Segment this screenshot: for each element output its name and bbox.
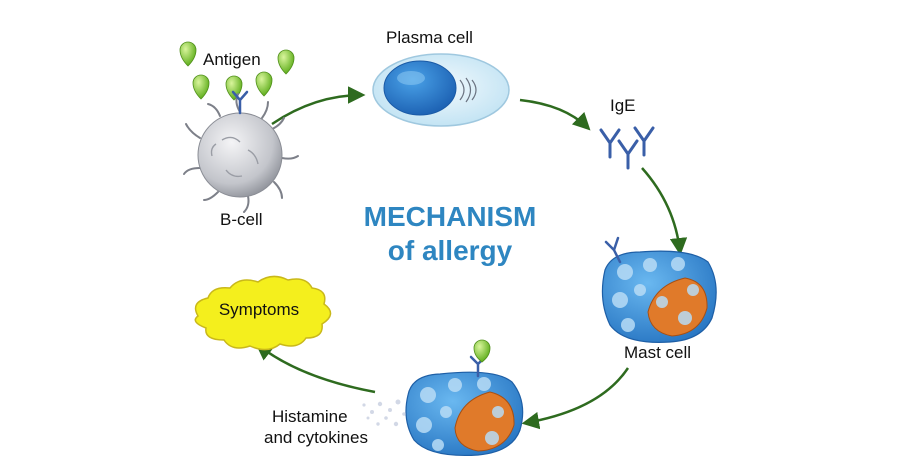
ige-antibody-icon bbox=[599, 126, 655, 170]
degranulating-mast-cell-icon bbox=[362, 339, 524, 457]
label-mast-cell: Mast cell bbox=[624, 343, 692, 362]
arrow-degranulation-to-symptoms bbox=[255, 342, 376, 394]
arrow-plasma-to-ige bbox=[519, 98, 591, 131]
arrow-bcell-to-plasma bbox=[271, 86, 366, 126]
label-symptoms: Symptoms bbox=[218, 300, 300, 319]
label-cytokines: and cytokines bbox=[264, 428, 368, 447]
title-line-1: MECHANISM bbox=[363, 201, 537, 232]
cycle-arrows bbox=[255, 86, 688, 430]
label-plasma-cell: Plasma cell bbox=[386, 28, 473, 47]
mast-cell-icon bbox=[601, 236, 717, 343]
arrow-mast-to-degranulation bbox=[521, 367, 630, 430]
antigen-icon bbox=[179, 41, 295, 101]
label-b-cell: B-cell bbox=[220, 210, 263, 229]
label-ige: IgE bbox=[610, 96, 636, 115]
title-line-2: of allergy bbox=[387, 235, 513, 266]
arrow-ige-to-mast bbox=[641, 167, 688, 256]
label-histamine: Histamine bbox=[272, 407, 348, 426]
symptoms-cloud-icon bbox=[194, 275, 332, 351]
plasma-cell-icon bbox=[372, 53, 510, 127]
label-antigen: Antigen bbox=[203, 50, 261, 69]
b-cell-icon bbox=[183, 90, 299, 213]
